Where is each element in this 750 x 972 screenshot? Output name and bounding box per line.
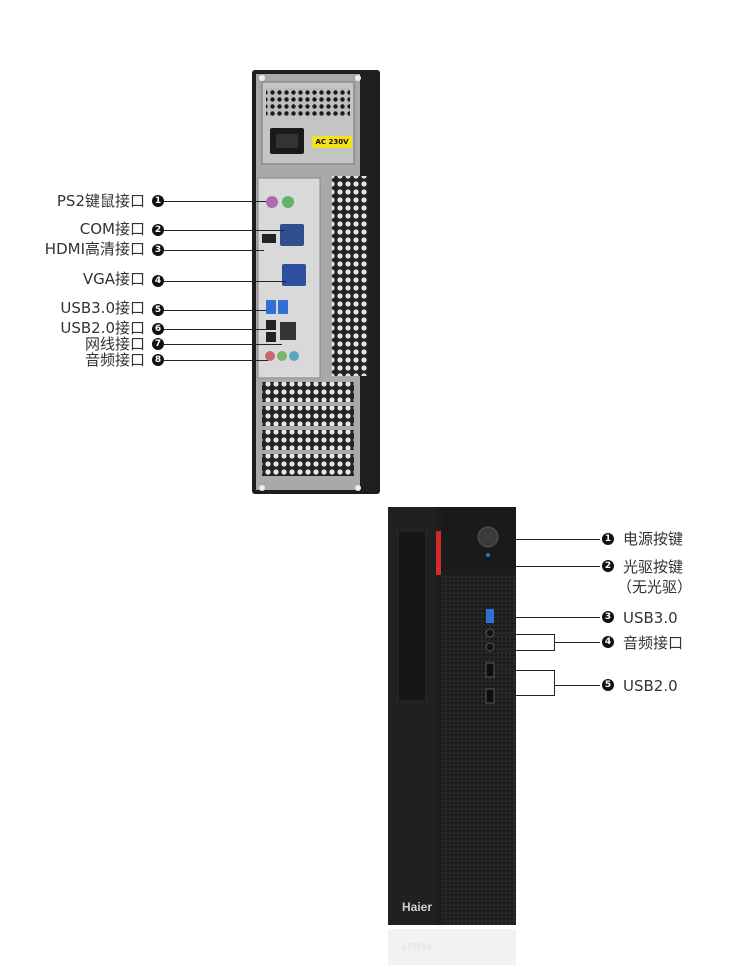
rear-leader-5 (164, 310, 266, 311)
front-leader-5 (554, 685, 600, 686)
front-leader-3 (498, 617, 600, 618)
front-label-audio: 音频接口 (623, 634, 684, 652)
front-label-no-odd: （无光驱） (617, 578, 693, 596)
front-label-usb30: USB3.0 (623, 609, 678, 627)
front-label-power: 电源按键 (623, 530, 684, 548)
rear-label-hdmi: HDMI高清接口 (44, 240, 145, 258)
brand-logo-reflection: Haier (402, 940, 433, 954)
front-label-odd: 光驱按键 (623, 558, 684, 576)
front-bracket-5-side (554, 670, 555, 696)
psu-voltage-label: AC 230V (312, 136, 352, 148)
rear-num-5: 5 (152, 304, 164, 316)
rear-num-2: 2 (152, 224, 164, 236)
front-bracket-5-bottom (498, 695, 554, 696)
front-num-4: 4 (602, 636, 614, 648)
front-panel-image (388, 507, 516, 965)
front-num-1: 1 (602, 533, 614, 545)
front-label-usb20: USB2.0 (623, 677, 678, 695)
rear-num-3: 3 (152, 244, 164, 256)
rear-num-1: 1 (152, 195, 164, 207)
rear-label-usb20: USB2.0接口 (60, 319, 145, 337)
rear-num-8: 8 (152, 354, 164, 366)
rear-label-usb30: USB3.0接口 (60, 299, 145, 317)
rear-num-7: 7 (152, 338, 164, 350)
front-bracket-4-bottom (498, 650, 554, 651)
rear-num-6: 6 (152, 323, 164, 335)
front-leader-2 (516, 566, 600, 567)
front-num-5: 5 (602, 679, 614, 691)
front-leader-4 (554, 642, 600, 643)
rear-leader-2 (164, 230, 284, 231)
front-num-2: 2 (602, 560, 614, 572)
front-leader-1 (516, 539, 600, 540)
rear-label-com: COM接口 (79, 220, 145, 238)
front-bracket-5-top (498, 670, 554, 671)
brand-logo: Haier (402, 900, 433, 914)
front-num-3: 3 (602, 611, 614, 623)
rear-label-audio: 音频接口 (84, 351, 145, 369)
front-bracket-4-top (498, 634, 554, 635)
rear-label-vga: VGA接口 (82, 270, 145, 288)
rear-label-ps2: PS2键鼠接口 (56, 192, 145, 210)
rear-leader-8 (164, 360, 268, 361)
rear-label-lan: 网线接口 (84, 335, 145, 353)
rear-num-4: 4 (152, 275, 164, 287)
rear-leader-1 (164, 201, 266, 202)
rear-leader-7 (164, 344, 282, 345)
rear-leader-6 (164, 329, 266, 330)
rear-panel-image (252, 70, 380, 494)
rear-leader-3 (164, 250, 264, 251)
rear-leader-4 (164, 281, 286, 282)
